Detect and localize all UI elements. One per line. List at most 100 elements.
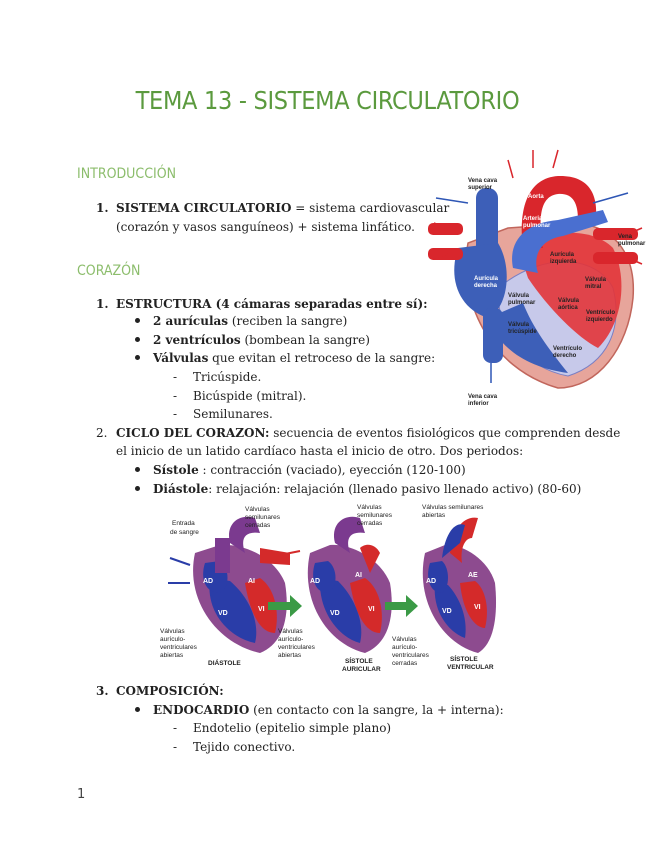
label-aorta: Aorta [528, 194, 544, 200]
bullet-icon [135, 486, 140, 491]
list-item-endocardio: ENDOCARDIO (en contacto con la sangre, l… [153, 701, 504, 719]
list-item-ciclo: CICLO DEL CORAZON: secuencia de eventos … [116, 424, 620, 442]
chamber-ad-3: AD [426, 578, 436, 585]
definition: (reciben la sangre) [228, 314, 348, 328]
cardiac-cycle-figure: AD AI VD VI Entrada de sangre Válvulas s… [160, 504, 497, 673]
list-item-estructura: ESTRUCTURA (4 cámaras separadas entre sí… [116, 297, 428, 311]
label-sistole-auricular: SÍSTOLE [345, 656, 373, 665]
label-vena-cava-inferior: Vena cava [468, 394, 498, 400]
list-item-auriculas: 2 aurículas (reciben la sangre) [153, 312, 347, 330]
definition: que evitan el retroceso de la sangre: [208, 351, 436, 365]
label-av-abiertas-1d: abiertas [160, 652, 184, 659]
dash-icon: - [173, 721, 178, 735]
section-heading-corazon: CORAZÓN [77, 263, 141, 279]
definition: (bombean la sangre) [240, 333, 370, 347]
term: ENDOCARDIO [153, 703, 250, 717]
section-heading-introduccion: INTRODUCCIÓN [77, 166, 177, 182]
definition: : relajación: relajación (llenado pasivo… [208, 482, 582, 496]
label-ventriculo-izquierdo: Ventrículo [586, 310, 615, 316]
label-valvula-tricuspide-2: tricúspide [508, 329, 537, 335]
label-auricula-derecha: Aurícula [474, 276, 499, 282]
label-ventriculo-izquierdo-2: izquierdo [586, 317, 613, 323]
chamber-vd-3: VD [442, 608, 452, 615]
label-arteria-pulmonar: Arteria [523, 216, 543, 222]
term: 2 aurículas [153, 314, 229, 328]
page-title: TEMA 13 - SISTEMA CIRCULATORIO [135, 86, 520, 115]
list-number: 2. [96, 426, 108, 440]
heart-diastole: AD AI VD VI [168, 516, 301, 653]
label-valvula-pulmonar: Válvula [508, 293, 530, 299]
label-vena-cava-superior: Vena cava [468, 178, 498, 184]
label-av-abiertas-1: Válvulas [160, 628, 185, 635]
list-number: 3. [96, 684, 109, 698]
label-vena-cava-superior-2: superior [468, 185, 493, 191]
dash-icon: - [173, 740, 178, 754]
term: Diástole [153, 482, 209, 496]
label-vena-cava-inferior-2: inferior [468, 401, 489, 407]
list-item-composicion: COMPOSICIÓN: [116, 684, 224, 698]
label-semilunares-abiertas: Válvulas semilunares [422, 504, 484, 511]
chamber-vd: VD [218, 610, 228, 617]
list-item-endotelio: Endotelio (epitelio simple plano) [193, 721, 392, 735]
list-number: 1. [96, 297, 109, 311]
list-item-tricuspide: Tricúspide. [193, 370, 262, 384]
label-av-cerradas-4: cerradas [392, 660, 418, 667]
list-item-ventriculos: 2 ventrículos (bombean la sangre) [153, 331, 370, 349]
label-vena-pulmonar-2: pulmonar [618, 241, 646, 247]
arrow-icon [385, 595, 418, 617]
label-auricula-izquierda: Aurícula [550, 252, 575, 258]
dash-icon: - [173, 389, 178, 403]
heart-anatomy-figure: Vena cava superior Aorta Arteria pulmona… [428, 149, 646, 407]
arrow-icon [268, 595, 302, 617]
chamber-ae: AE [468, 572, 478, 579]
heart-sistole-auricular: AD AI VD VI [307, 516, 392, 653]
label-diastole: DIÁSTOLE [208, 658, 241, 667]
label-av-abiertas-2b: aurículo- [278, 636, 303, 643]
heart-sistole-ventricular: AD AE VD VI [422, 517, 497, 653]
label-av-cerradas-2: aurículo- [392, 644, 417, 651]
definition: = sistema cardiovascular [291, 201, 450, 215]
label-semilunares-cerradas-b: Válvulas [357, 504, 382, 511]
list-item-valvulas: Válvulas que evitan el retroceso de la s… [153, 349, 435, 367]
svg-text:superior: superior [468, 185, 493, 191]
list-item-semilunares: Semilunares. [193, 407, 273, 421]
label-valvula-aortica: Válvula [558, 298, 580, 304]
label-ventriculo-derecho-2: derecho [553, 353, 577, 359]
dash-icon: - [173, 407, 178, 421]
label-av-abiertas-1b: aurículo- [160, 636, 185, 643]
label-semilunares-cerradas-2: semilunares [245, 514, 281, 521]
label-av-cerradas: Válvulas [392, 636, 417, 643]
label-av-abiertas-1c: ventriculares [160, 644, 198, 651]
label-valvula-pulmonar-2: pulmonar [508, 300, 536, 306]
chamber-ai-2: AI [355, 572, 362, 579]
list-item-bicuspide: Bicúspide (mitral). [193, 389, 307, 403]
dash-icon: - [173, 370, 178, 384]
list-item-sistole: Sístole : contracción (vaciado), eyecció… [153, 461, 466, 479]
bullet-icon [135, 707, 140, 712]
bullet-icon [135, 467, 140, 472]
chamber-vi: VI [258, 606, 265, 613]
label-semilunares-abiertas-2: abiertas [422, 512, 446, 519]
term: Válvulas [153, 351, 209, 365]
label-vena-pulmonar: Vena [618, 234, 633, 240]
chamber-ai: AI [248, 578, 255, 585]
list-item-sistema-circulatorio: SISTEMA CIRCULATORIO = sistema cardiovas… [116, 199, 449, 217]
label-valvula-mitral: Válvula [585, 277, 607, 283]
label-av-abiertas-2c: ventriculares [278, 644, 316, 651]
label-ventriculo-derecho: Ventrículo [553, 346, 582, 352]
term: CICLO DEL CORAZON: [116, 426, 270, 440]
label-semilunares-cerradas-b2: semilunares [357, 512, 393, 519]
chamber-vi-3: VI [474, 604, 481, 611]
term: 2 ventrículos [153, 333, 241, 347]
chamber-ad: AD [203, 578, 213, 585]
label-valvula-aortica-2: aórtica [558, 305, 578, 311]
chamber-ad-2: AD [310, 578, 320, 585]
label-sistole-ventricular: SÍSTOLE [450, 654, 478, 663]
page-number: 1 [77, 787, 86, 802]
chamber-vd-2: VD [330, 610, 340, 617]
bullet-icon [135, 355, 140, 360]
label-av-cerradas-3: ventriculares [392, 652, 430, 659]
svg-text:Vena cava: Vena cava [468, 178, 498, 184]
label-entrada: Entrada [172, 520, 195, 527]
definition: : contracción (vaciado), eyección (120-1… [198, 463, 466, 477]
